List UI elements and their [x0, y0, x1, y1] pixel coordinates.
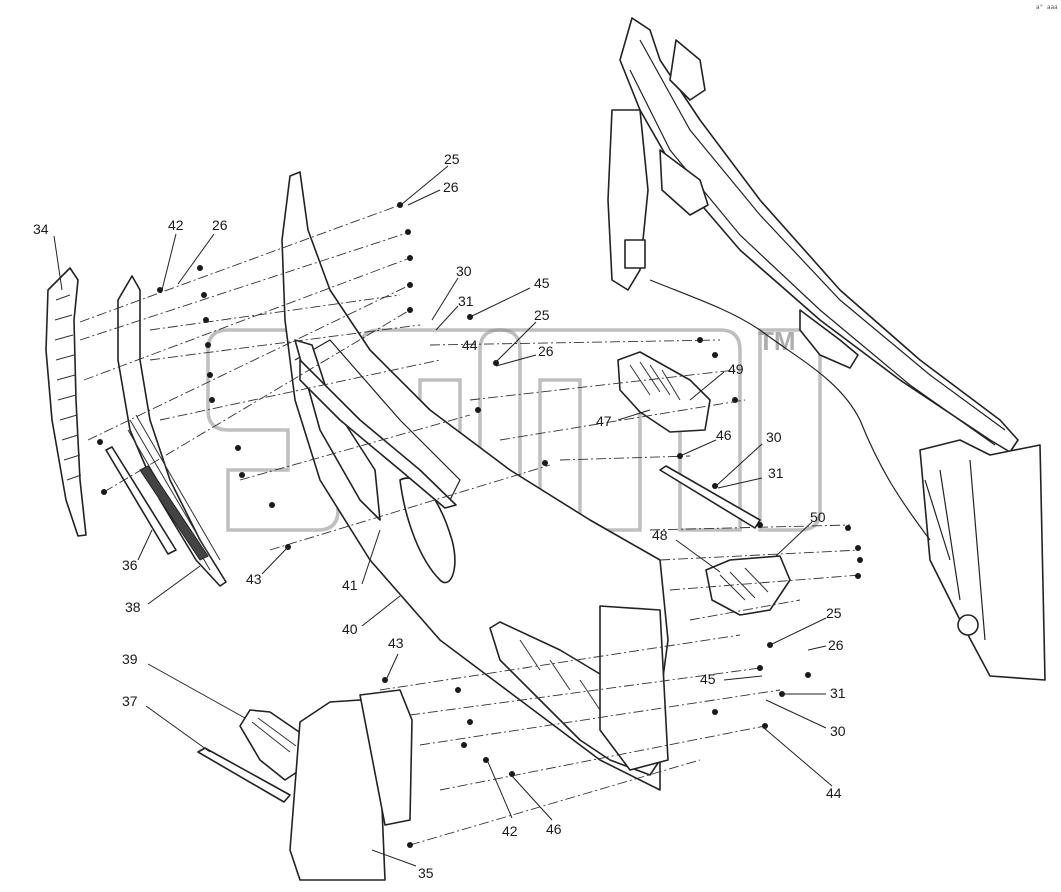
- callout-26: 26: [212, 217, 228, 233]
- callout-40: 40: [342, 621, 358, 637]
- callout-36: 36: [122, 557, 138, 573]
- callout-30: 30: [830, 723, 846, 739]
- lower-panel: [489, 605, 669, 776]
- callout-31: 31: [768, 465, 784, 481]
- callout-31: 31: [458, 293, 474, 309]
- fasteners: [97, 202, 863, 848]
- assembly-lines: [79, 204, 861, 846]
- callout-43: 43: [388, 635, 404, 651]
- trim-36: [105, 446, 177, 555]
- fog-lamp-39: [239, 709, 306, 781]
- callout-37: 37: [122, 693, 138, 709]
- callout-25: 25: [444, 151, 460, 167]
- callout-44: 44: [462, 337, 478, 353]
- callout-38: 38: [125, 599, 141, 615]
- callout-45: 45: [700, 671, 716, 687]
- callout-26: 26: [828, 637, 844, 653]
- bumper-beam: [607, 17, 1046, 681]
- bracket-48-50: [659, 465, 791, 616]
- callout-25: 25: [534, 307, 550, 323]
- callout-39: 39: [122, 651, 138, 667]
- callout-44: 44: [826, 785, 842, 801]
- bracket-47-49: [617, 351, 711, 433]
- trim-strip-37: [197, 747, 291, 803]
- grille-34: [45, 267, 87, 537]
- callout-26: 26: [538, 343, 554, 359]
- callout-46: 46: [716, 427, 732, 443]
- callout-42: 42: [168, 217, 184, 233]
- callout-42: 42: [502, 823, 518, 839]
- callout-45: 45: [534, 275, 550, 291]
- callout-50: 50: [810, 509, 826, 525]
- lower-grille-41: [299, 359, 457, 509]
- callout-41: 41: [342, 577, 358, 593]
- callout-48: 48: [652, 527, 668, 543]
- callout-35: 35: [418, 865, 434, 881]
- callout-43: 43: [246, 571, 262, 587]
- callout-46: 46: [546, 821, 562, 837]
- callout-49: 49: [728, 361, 744, 377]
- callout-31: 31: [830, 685, 846, 701]
- callout-26: 26: [443, 179, 459, 195]
- callout-30: 30: [456, 263, 472, 279]
- corner-cover-35: [289, 689, 413, 881]
- leader-lines: [53, 165, 833, 867]
- callout-30: 30: [766, 429, 782, 445]
- callout-34: 34: [33, 221, 49, 237]
- corner-mark: a" aaa: [1036, 4, 1058, 11]
- callouts: 25 26 34 42 26 30 45 31 25 44 26 49 47 4…: [33, 151, 846, 881]
- grille-38: [117, 275, 227, 587]
- callout-47: 47: [596, 413, 612, 429]
- callout-25: 25: [826, 605, 842, 621]
